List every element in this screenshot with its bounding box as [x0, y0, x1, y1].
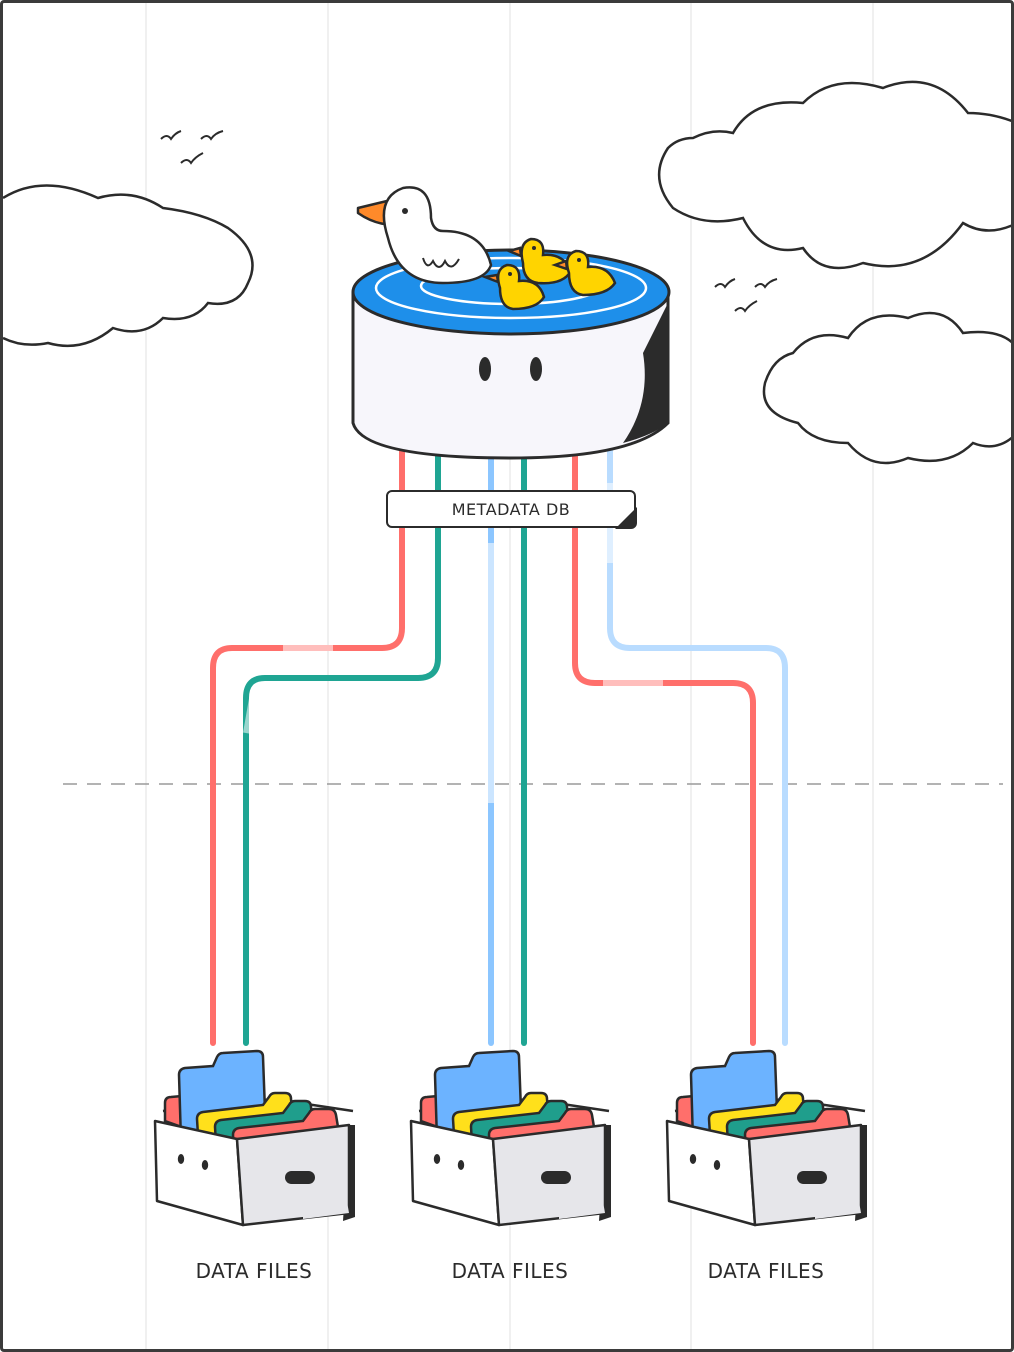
diagram-canvas: [3, 3, 1011, 1349]
file-box-left-icon: [153, 1049, 357, 1227]
cloud-left: [3, 184, 254, 348]
file-box-center-icon: [409, 1049, 613, 1227]
metadata-db-label: METADATA DB: [386, 490, 636, 528]
data-files-label-left: DATA FILES: [195, 1259, 313, 1283]
data-files-label-center: DATA FILES: [451, 1259, 569, 1283]
birds-right: [714, 278, 778, 312]
birds-left: [160, 130, 224, 164]
connection-lines: [210, 447, 788, 1046]
cloud-right-top: [657, 80, 1011, 270]
cloud-right-bottom: [762, 311, 1011, 465]
data-files-label-right: DATA FILES: [707, 1259, 825, 1283]
file-box-right-icon: [665, 1049, 869, 1227]
duckling-icon: [480, 237, 617, 311]
duck-icon: [356, 186, 493, 285]
